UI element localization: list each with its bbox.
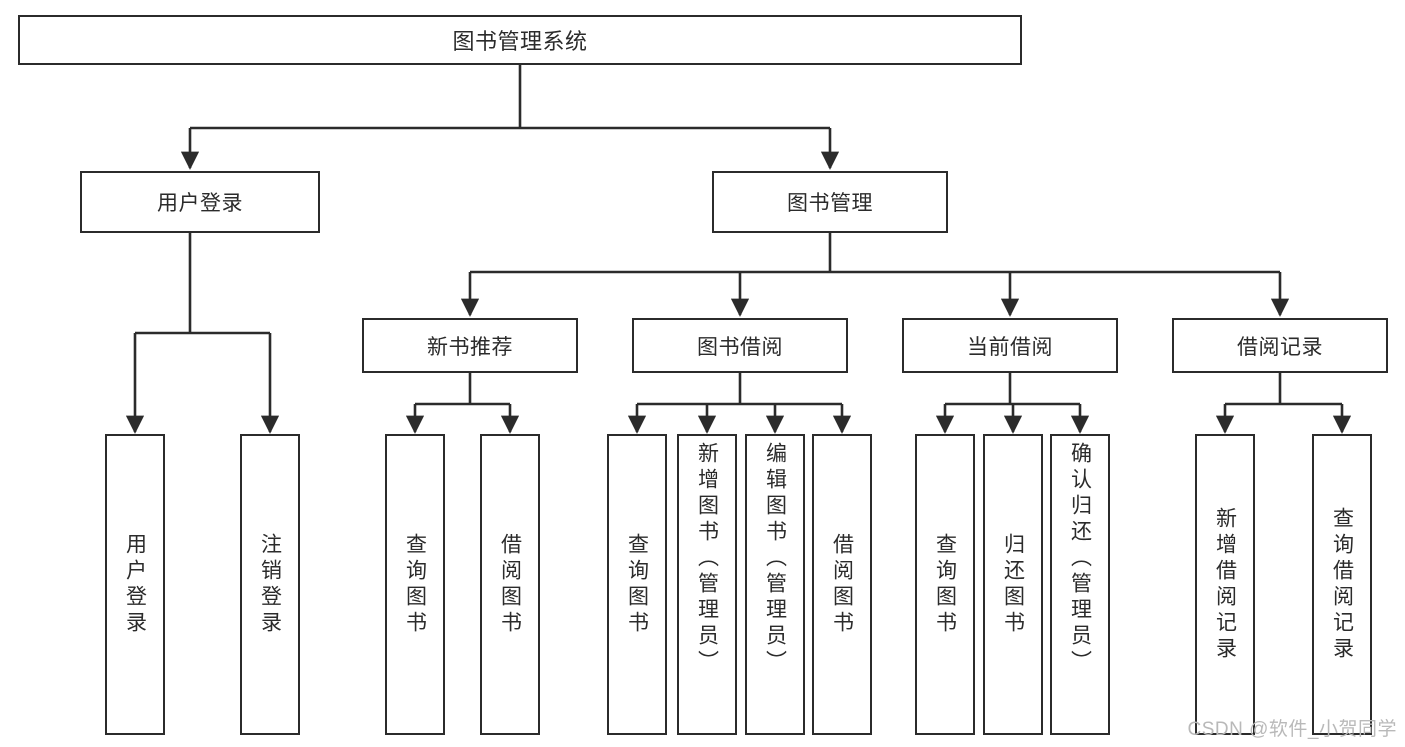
watermark-text: CSDN @软件_小贺同学: [1187, 719, 1397, 740]
node-leaf-add-record[interactable]: 新增借阅记录: [1195, 434, 1255, 735]
node-leaf-return-book[interactable]: 归还图书: [983, 434, 1043, 735]
node-root-system-label: 图书管理系统: [452, 29, 588, 54]
node-leaf-query-book-3-label: 查询图书: [933, 532, 957, 637]
node-root-system[interactable]: 图书管理系统: [18, 15, 1022, 65]
node-leaf-query-book-3[interactable]: 查询图书: [915, 434, 975, 735]
node-leaf-borrow-book-2-label: 借阅图书: [830, 532, 854, 637]
node-book-management[interactable]: 图书管理: [712, 171, 948, 233]
node-new-book-recommend[interactable]: 新书推荐: [362, 318, 578, 373]
node-leaf-query-book-2[interactable]: 查询图书: [607, 434, 667, 735]
node-leaf-query-record[interactable]: 查询借阅记录: [1312, 434, 1372, 735]
node-borrow-record-label: 借阅记录: [1237, 335, 1323, 359]
node-leaf-user-login-label: 用户登录: [123, 532, 147, 637]
node-leaf-confirm-return-label: 确认归还（管理员）: [1068, 442, 1092, 676]
node-leaf-return-book-label: 归还图书: [1001, 532, 1025, 637]
node-user-login-label: 用户登录: [157, 192, 243, 215]
node-borrow-record[interactable]: 借阅记录: [1172, 318, 1388, 373]
node-new-book-recommend-label: 新书推荐: [427, 335, 513, 359]
node-current-borrow[interactable]: 当前借阅: [902, 318, 1118, 373]
node-leaf-confirm-return[interactable]: 确认归还（管理员）: [1050, 434, 1110, 735]
node-leaf-add-record-label: 新增借阅记录: [1213, 506, 1237, 663]
node-leaf-query-book-1-label: 查询图书: [403, 532, 427, 637]
node-user-login[interactable]: 用户登录: [80, 171, 320, 233]
node-leaf-query-book-2-label: 查询图书: [625, 532, 649, 637]
node-book-management-label: 图书管理: [787, 192, 873, 215]
node-leaf-edit-book[interactable]: 编辑图书（管理员）: [745, 434, 805, 735]
node-leaf-query-record-label: 查询借阅记录: [1330, 506, 1354, 663]
node-leaf-logout-label: 注销登录: [258, 532, 282, 637]
node-leaf-borrow-book-2[interactable]: 借阅图书: [812, 434, 872, 735]
node-book-borrow-label: 图书借阅: [697, 335, 783, 359]
node-leaf-borrow-book-1[interactable]: 借阅图书: [480, 434, 540, 735]
node-leaf-add-book[interactable]: 新增图书（管理员）: [677, 434, 737, 735]
node-book-borrow[interactable]: 图书借阅: [632, 318, 848, 373]
node-current-borrow-label: 当前借阅: [967, 335, 1053, 359]
node-leaf-add-book-label: 新增图书（管理员）: [695, 442, 719, 676]
node-leaf-user-login[interactable]: 用户登录: [105, 434, 165, 735]
node-leaf-query-book-1[interactable]: 查询图书: [385, 434, 445, 735]
node-leaf-edit-book-label: 编辑图书（管理员）: [763, 442, 787, 676]
node-leaf-borrow-book-1-label: 借阅图书: [498, 532, 522, 637]
node-leaf-logout[interactable]: 注销登录: [240, 434, 300, 735]
